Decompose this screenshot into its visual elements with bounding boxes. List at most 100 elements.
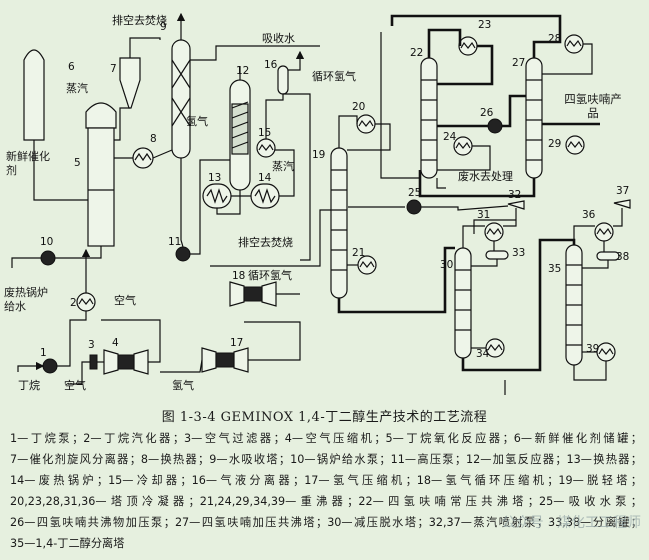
- num-2: 2: [70, 297, 77, 309]
- num-26: 26: [480, 107, 494, 119]
- num-7: 7: [110, 63, 117, 75]
- hydrogen-compressor: [201, 347, 217, 373]
- label-hydrogen-bottom: 氢气: [172, 378, 194, 392]
- steam-ejector-37: [613, 199, 631, 209]
- steam-ejector-32: [507, 200, 525, 210]
- legend-item: 12—加氢反应器；: [466, 453, 567, 466]
- legend-item: 2—丁烷汽化器；: [83, 432, 185, 445]
- num-21: 21: [352, 247, 365, 259]
- num-35: 35: [548, 263, 561, 275]
- label-boiler-water: 废热锅炉给水: [4, 286, 48, 313]
- legend-item: 6—新鲜催化剂储罐；: [513, 432, 642, 445]
- num-33: 33: [512, 247, 525, 259]
- label-air-mid: 空气: [114, 293, 136, 307]
- num-32: 32: [508, 189, 521, 201]
- legend-item: 7—催化剂旋风分离器；: [10, 453, 141, 466]
- equipment-numbers: 1 2 3 4 5 6 7 8 9 10 11 12 13 14 15 16 1…: [40, 19, 629, 360]
- butane-oxidation-reactor: [85, 102, 117, 129]
- catalyst-cyclone: [119, 57, 141, 109]
- num-30: 30: [440, 259, 453, 271]
- air-filter: [89, 354, 98, 370]
- label-butane: 丁烷: [18, 378, 40, 392]
- legend-item: 11—高压泵；: [390, 453, 467, 466]
- label-hydrogen-mid: 氢气: [186, 114, 208, 128]
- legend-item: 5—丁烷氧化反应器；: [385, 432, 514, 445]
- boiler-feed-pump: [40, 250, 56, 266]
- num-1: 1: [40, 347, 47, 359]
- legend-item: 10—锅炉给水泵；: [290, 453, 391, 466]
- hydrogen-recycle-compressor: [229, 281, 245, 307]
- num-24: 24: [443, 131, 457, 143]
- num-4: 4: [112, 337, 119, 349]
- label-vent-top: 排空去焚烧: [112, 13, 167, 27]
- process-flow-diagram: 排空去焚烧 吸收水 循环氢气 蒸汽 氢气 蒸汽 排空去焚烧 循环氢气 废水去处理…: [4, 12, 631, 395]
- label-fresh-catalyst: 新鲜催化剂: [6, 150, 50, 177]
- legend-item: 33,38—分离罐；: [548, 516, 642, 529]
- legend-item: 13—换热器；: [566, 453, 642, 466]
- num-5: 5: [74, 157, 81, 169]
- legend-item: 25—吸收水泵；: [538, 495, 642, 508]
- label-recycle-h2-bottom: 循环氢气: [248, 268, 292, 282]
- legend-item: 26—四氢呋喃共沸物加压泵；: [10, 516, 175, 529]
- vacuum-dehydration-column: [454, 247, 472, 359]
- label-air-bottom: 空气: [64, 378, 86, 392]
- label-recycle-h2-top: 循环氢气: [312, 69, 356, 83]
- butane-oxidation-reactor-body: [87, 127, 115, 247]
- num-23: 23: [478, 19, 491, 31]
- num-25: 25: [408, 187, 421, 199]
- legend-item: 30—减压脱水塔；: [327, 516, 429, 529]
- num-36: 36: [582, 209, 596, 221]
- butane-pump: [42, 358, 58, 374]
- num-10: 10: [40, 236, 53, 248]
- equipment-legend: 1—丁烷泵；2—丁烷汽化器；3—空气过滤器；4—空气压缩机；5—丁烷氧化反应器；…: [10, 428, 642, 554]
- num-19: 19: [312, 149, 325, 161]
- legend-item: 22—四氢呋喃常压共沸塔；: [358, 495, 539, 508]
- num-9: 9: [160, 21, 167, 33]
- label-waste-water: 废水去处理: [458, 169, 513, 183]
- absorption-water-pump: [406, 199, 422, 215]
- label-steam-mid: 蒸汽: [272, 159, 294, 173]
- num-12: 12: [236, 65, 249, 77]
- label-vent-mid: 排空去焚烧: [238, 235, 293, 249]
- num-34: 34: [476, 348, 490, 360]
- num-8: 8: [150, 133, 157, 145]
- legend-item: 14—废热锅炉；: [10, 474, 109, 487]
- legend-item: 15—冷却器；: [108, 474, 192, 487]
- label-thf-product: 四氢呋喃产品: [564, 92, 622, 120]
- separator-33: [485, 250, 509, 260]
- num-18: 18: [232, 270, 245, 282]
- figure-caption: 图 1-3-4 GEMINOX 1,4-丁二醇生产技术的工艺流程: [161, 410, 488, 425]
- num-17: 17: [230, 337, 243, 349]
- num-3: 3: [88, 339, 95, 351]
- num-22: 22: [410, 47, 423, 59]
- water-absorption-tower: [171, 39, 191, 159]
- num-6: 6: [68, 61, 75, 73]
- num-11: 11: [168, 236, 181, 248]
- fresh-catalyst-tank: [23, 49, 45, 141]
- num-37: 37: [616, 185, 629, 197]
- num-29: 29: [548, 138, 561, 150]
- watermark: 公众号 · 煤化工工程师: [501, 515, 641, 531]
- num-13: 13: [208, 172, 221, 184]
- num-14: 14: [258, 172, 272, 184]
- label-steam-left: 蒸汽: [66, 81, 88, 95]
- num-27: 27: [512, 57, 525, 69]
- legend-item: 18—氢气循环压缩机；: [416, 474, 559, 487]
- num-15: 15: [258, 127, 271, 139]
- legend-item: 21,24,29,34,39—重沸器；: [199, 495, 359, 508]
- high-pressure-pump: [175, 246, 191, 262]
- label-absorb-water: 吸收水: [262, 31, 295, 45]
- pressurizing-pump: [487, 118, 503, 134]
- num-28: 28: [548, 33, 561, 45]
- reboiler-29: [565, 135, 585, 155]
- legend-item: 16—气液分离器；: [191, 474, 305, 487]
- air-compressor: [103, 349, 119, 375]
- legend-item: 8—换热器；: [140, 453, 210, 466]
- legend-item: 3—空气过滤器；: [184, 432, 285, 445]
- legend-item: 17—氢气压缩机；: [304, 474, 417, 487]
- num-31: 31: [477, 209, 490, 221]
- legend-item: 27—四氢呋喃加压共沸塔；: [174, 516, 328, 529]
- num-38: 38: [616, 251, 629, 263]
- legend-item: 35—1,4-丁二醇分离塔: [10, 537, 125, 550]
- num-16: 16: [264, 59, 278, 71]
